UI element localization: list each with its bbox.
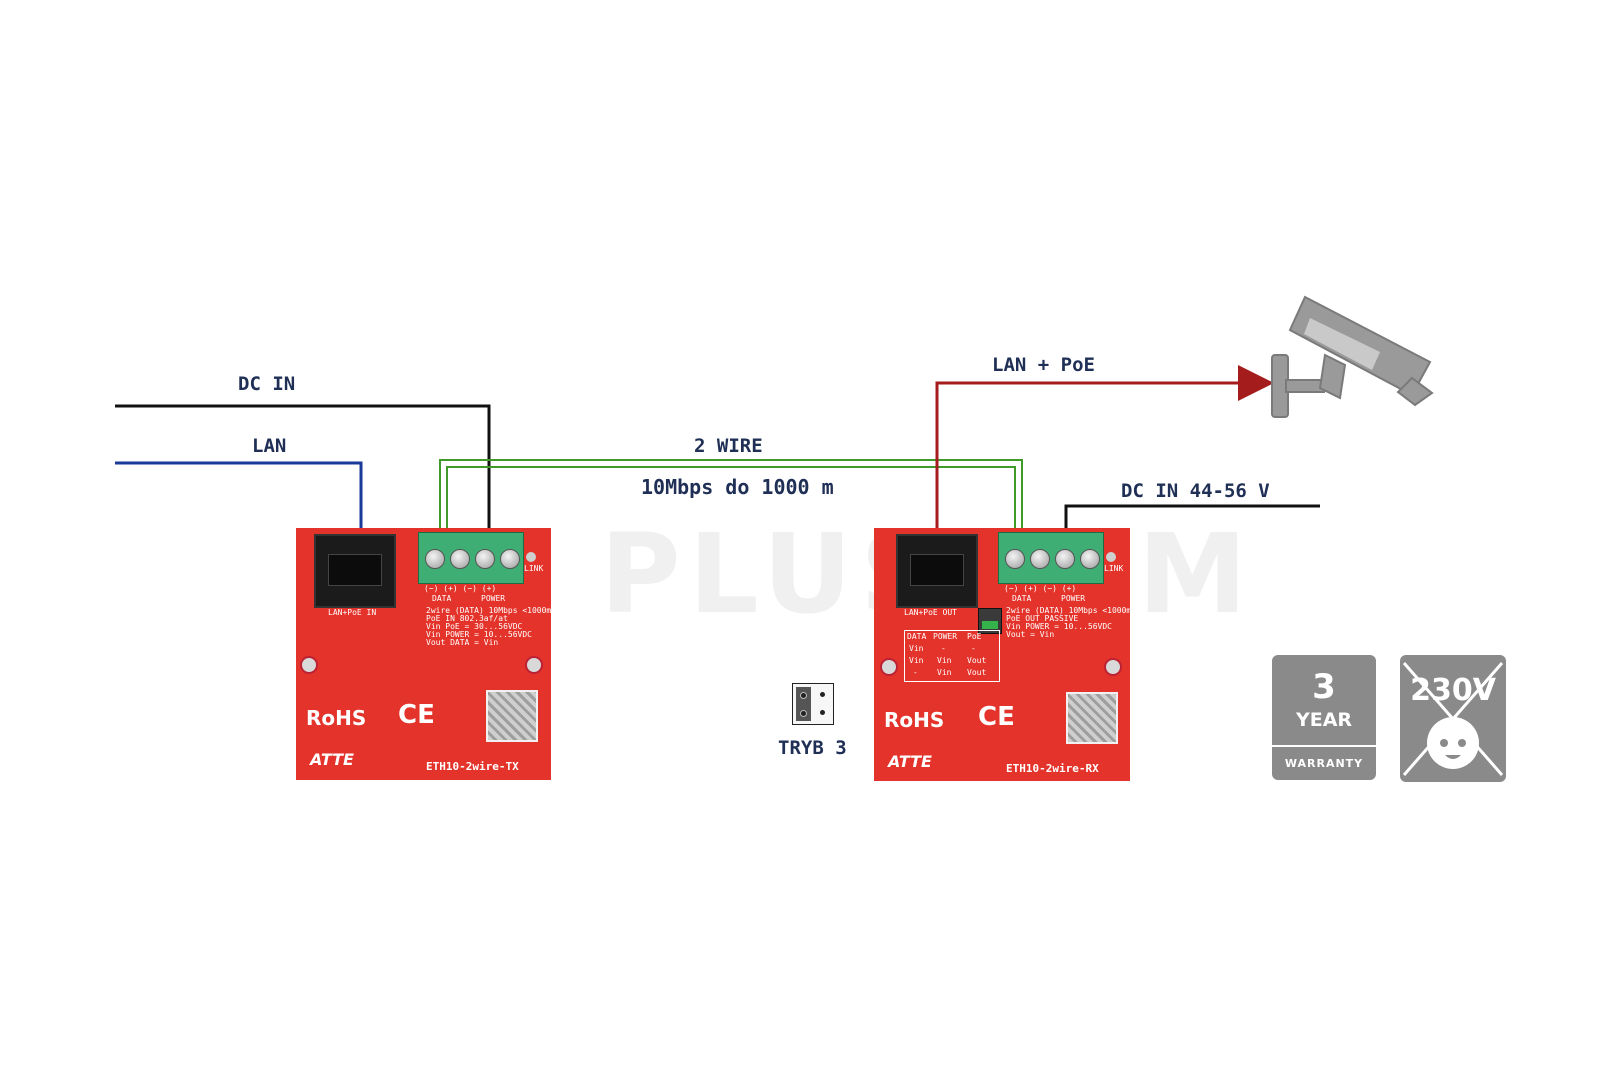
jumper-icon (792, 683, 834, 725)
tx-model-label: ETH10-2wire-TX (426, 760, 519, 773)
lan-wire (115, 461, 363, 530)
rx-table-r2-c2: Vin (937, 656, 952, 665)
tx-screw-1 (425, 549, 445, 569)
rx-model-label: ETH10-2wire-RX (1006, 762, 1099, 775)
rx-table-r1-c3: - (971, 644, 976, 653)
rx-port-label: LAN+PoE OUT (904, 608, 957, 617)
dc-in-label: DC IN (238, 373, 296, 395)
rx-screw-4 (1080, 549, 1100, 569)
rx-polarity: (−) (+) (−) (+) (1004, 584, 1077, 593)
warranty-caption: WARRANTY (1284, 757, 1364, 770)
rx-screw-3 (1055, 549, 1075, 569)
tx-rj45-socket (328, 554, 382, 586)
rx-brand-logo: ATTE (888, 752, 932, 771)
no-230v-plug-icon: 230V (1400, 655, 1506, 782)
tx-qr-code (486, 690, 538, 742)
tx-screw-2 (450, 549, 470, 569)
dc-in-rx-label: DC IN 44-56 V (1121, 480, 1270, 502)
tx-mounting-hole-left (300, 656, 318, 674)
tx-board: LAN+PoE IN LINK (−) (+) (−) (+) DATA POW… (296, 528, 551, 780)
lan-label: LAN (252, 435, 287, 457)
two-wire-line-a (439, 459, 1023, 530)
speed-label: 10Mbps do 1000 m (641, 475, 834, 499)
tx-ce-mark: CE (398, 700, 435, 730)
tx-power-label: POWER (481, 594, 506, 603)
tx-data-label: DATA (432, 594, 452, 603)
rx-table-r2-c3: Vout (967, 656, 987, 665)
warranty-word: YEAR (1295, 709, 1353, 731)
dc-in-rx-wire (1064, 504, 1320, 530)
lan-poe-wire (935, 365, 1274, 530)
rx-spec-3: Vin POWER = 10...56VDC (1006, 622, 1112, 631)
rx-spec-1: 2wire (DATA) 10Mbps <1000m (1006, 606, 1132, 615)
rx-power-label: POWER (1061, 594, 1086, 603)
rx-mounting-hole-left (880, 658, 898, 676)
tx-screw-3 (475, 549, 495, 569)
rx-rohs-mark: RoHS (884, 708, 945, 732)
tx-polarity: (−) (+) (−) (+) (424, 584, 497, 593)
rx-spec-4: Vout = Vin (1006, 630, 1055, 639)
rx-table-r3-c3: Vout (967, 668, 987, 677)
rx-table-r2-c1: Vin (909, 656, 924, 665)
rx-table-header-power: POWER (933, 632, 958, 641)
tx-screw-4 (500, 549, 520, 569)
tx-link-led (526, 552, 536, 562)
cctv-camera-icon (1271, 295, 1434, 418)
rx-qr-code (1066, 692, 1118, 744)
rx-jumper (978, 608, 1002, 634)
tx-spec-5: Vout DATA = Vin (426, 638, 499, 647)
warranty-badge-icon: 3 YEAR WARRANTY (1272, 655, 1376, 780)
rx-rj45-port (896, 534, 978, 608)
tx-rj45-port (314, 534, 396, 608)
rx-link-led (1106, 552, 1116, 562)
warranty-number: 3 (1312, 667, 1336, 707)
rx-mounting-hole-right (1104, 658, 1122, 676)
tx-rohs-mark: RoHS (306, 706, 367, 730)
two-wire-line-b (446, 466, 1016, 530)
rx-table-r3-c1: - (913, 668, 918, 677)
rx-mode-table: DATA POWER PoE Vin - - Vin Vin Vout - Vi… (904, 630, 1000, 682)
rx-link-label: LINK (1104, 564, 1124, 573)
rx-rj45-socket (910, 554, 964, 586)
rx-board: LAN+PoE OUT LINK (−) (+) (−) (+) DATA PO… (874, 528, 1132, 781)
rx-table-r3-c2: Vin (937, 668, 952, 677)
tx-spec-2: PoE IN 802.3af/at (426, 614, 508, 623)
tryb-label: TRYB 3 (778, 737, 847, 759)
tx-port-label: LAN+PoE IN (328, 608, 377, 617)
rx-data-label: DATA (1012, 594, 1032, 603)
tx-spec-4: Vin POWER = 10...56VDC (426, 630, 532, 639)
tx-terminal-block (418, 532, 524, 584)
rx-screw-2 (1030, 549, 1050, 569)
rx-terminal-block (998, 532, 1104, 584)
tx-spec-3: Vin PoE = 30...56VDC (426, 622, 523, 631)
dc-in-wire (115, 404, 491, 530)
tx-link-label: LINK (524, 564, 544, 573)
rx-spec-2: PoE OUT PASSIVE (1006, 614, 1079, 623)
tx-mounting-hole-right (525, 656, 543, 674)
rx-table-header-poe: PoE (967, 632, 982, 641)
tx-brand-logo: ATTE (310, 750, 354, 769)
rx-table-r1-c1: Vin (909, 644, 924, 653)
two-wire-label: 2 WIRE (694, 435, 763, 457)
tx-spec-1: 2wire (DATA) 10Mbps <1000m (426, 606, 552, 615)
rx-screw-1 (1005, 549, 1025, 569)
rx-table-header-data: DATA (907, 632, 927, 641)
voltage-text: 230V (1410, 673, 1496, 708)
lan-poe-label: LAN + PoE (992, 354, 1095, 376)
rx-table-r1-c2: - (941, 644, 946, 653)
rx-ce-mark: CE (978, 702, 1015, 732)
